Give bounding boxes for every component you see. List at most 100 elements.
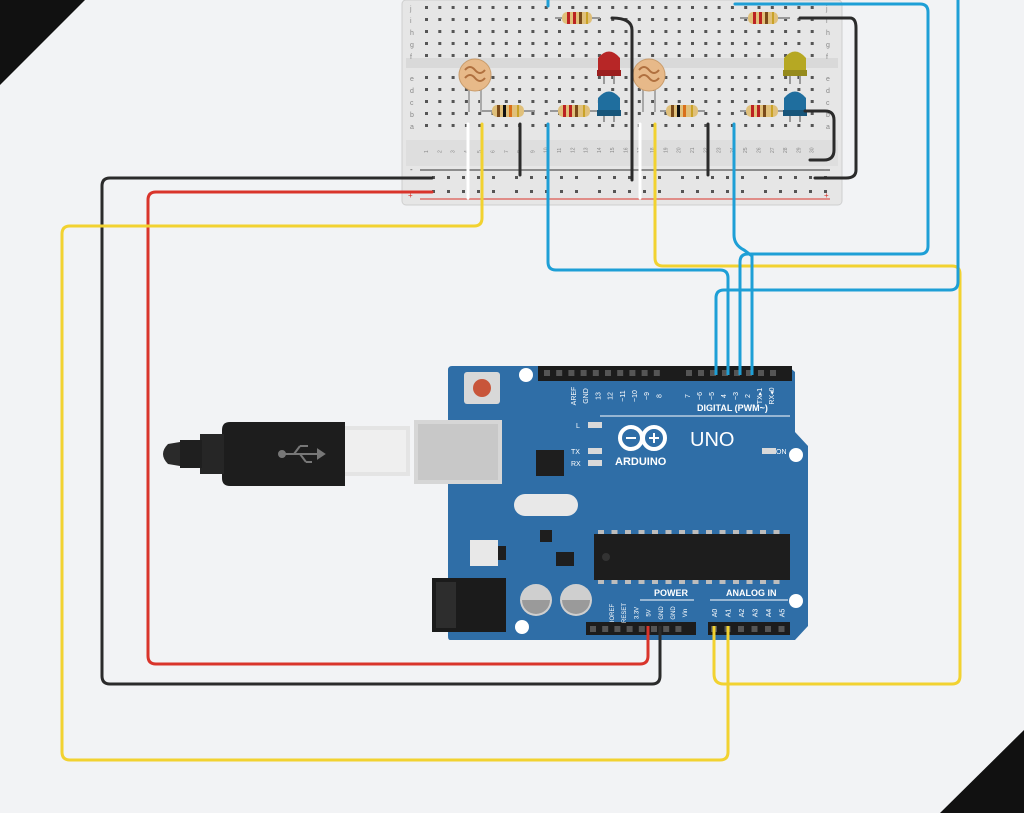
breadboard-rail-hole[interactable] xyxy=(447,176,450,179)
breadboard-hole[interactable] xyxy=(491,88,495,91)
breadboard-hole[interactable] xyxy=(624,100,628,103)
breadboard-hole[interactable] xyxy=(730,88,734,91)
breadboard-hole[interactable] xyxy=(717,6,721,9)
breadboard-hole[interactable] xyxy=(558,18,561,21)
breadboard-hole[interactable] xyxy=(691,100,694,103)
breadboard-hole[interactable] xyxy=(730,6,734,9)
breadboard-hole[interactable] xyxy=(717,54,721,57)
breadboard-hole[interactable] xyxy=(558,54,561,57)
breadboard-rail-hole[interactable] xyxy=(628,176,631,179)
breadboard-hole[interactable] xyxy=(691,18,694,21)
breadboard-hole[interactable] xyxy=(491,6,495,9)
wire-pin2[interactable] xyxy=(732,122,754,372)
breadboard-hole[interactable] xyxy=(757,100,761,103)
header-socket[interactable] xyxy=(638,626,645,632)
breadboard-hole[interactable] xyxy=(451,100,455,103)
breadboard-hole[interactable] xyxy=(677,30,681,33)
breadboard-hole[interactable] xyxy=(637,88,641,91)
breadboard-hole[interactable] xyxy=(677,42,681,45)
breadboard-hole[interactable] xyxy=(717,76,721,79)
breadboard-hole[interactable] xyxy=(571,124,575,127)
header-socket[interactable] xyxy=(765,626,771,632)
breadboard-hole[interactable] xyxy=(504,54,508,57)
breadboard-rail-hole[interactable] xyxy=(598,176,601,179)
breadboard-hole[interactable] xyxy=(704,6,708,9)
header-socket[interactable] xyxy=(556,370,563,376)
breadboard-hole[interactable] xyxy=(438,42,442,45)
breadboard-rail-hole[interactable] xyxy=(447,190,450,193)
breadboard-hole[interactable] xyxy=(810,124,814,127)
breadboard-hole[interactable] xyxy=(691,76,694,79)
breadboard-hole[interactable] xyxy=(717,100,721,103)
breadboard-hole[interactable] xyxy=(810,42,814,45)
breadboard-hole[interactable] xyxy=(504,76,508,79)
resistor[interactable] xyxy=(555,12,600,24)
breadboard-hole[interactable] xyxy=(464,18,468,21)
breadboard-rail-hole[interactable] xyxy=(794,176,797,179)
breadboard-rail-hole[interactable] xyxy=(492,190,495,193)
breadboard-hole[interactable] xyxy=(584,76,588,79)
breadboard-hole[interactable] xyxy=(770,76,774,79)
breadboard-hole[interactable] xyxy=(624,30,628,33)
resistor[interactable] xyxy=(740,105,790,117)
breadboard-hole[interactable] xyxy=(544,18,548,21)
led-blue[interactable] xyxy=(783,91,807,123)
breadboard-hole[interactable] xyxy=(438,88,442,91)
breadboard-hole[interactable] xyxy=(518,6,522,9)
breadboard-hole[interactable] xyxy=(451,76,455,79)
breadboard-hole[interactable] xyxy=(757,42,761,45)
breadboard-hole[interactable] xyxy=(611,88,615,91)
breadboard-rail-hole[interactable] xyxy=(779,190,782,193)
breadboard-hole[interactable] xyxy=(691,54,694,57)
breadboard-hole[interactable] xyxy=(464,6,468,9)
header-socket[interactable] xyxy=(778,626,785,632)
breadboard-rail-hole[interactable] xyxy=(794,190,797,193)
breadboard-hole[interactable] xyxy=(531,100,535,103)
breadboard-hole[interactable] xyxy=(584,88,588,91)
breadboard-hole[interactable] xyxy=(704,112,708,115)
breadboard-hole[interactable] xyxy=(597,18,601,21)
breadboard-hole[interactable] xyxy=(651,124,655,127)
breadboard-hole[interactable] xyxy=(544,42,548,45)
breadboard-hole[interactable] xyxy=(744,112,748,115)
breadboard-rail-hole[interactable] xyxy=(726,190,729,193)
wire-a0[interactable] xyxy=(653,122,962,686)
wire-black[interactable] xyxy=(798,16,858,180)
breadboard-hole[interactable] xyxy=(744,30,748,33)
header-socket[interactable] xyxy=(710,370,716,376)
breadboard-hole[interactable] xyxy=(730,30,734,33)
header-socket[interactable] xyxy=(590,626,596,632)
breadboard-hole[interactable] xyxy=(810,112,814,115)
breadboard-hole[interactable] xyxy=(491,54,495,57)
breadboard-hole[interactable] xyxy=(425,6,428,9)
breadboard-hole[interactable] xyxy=(478,42,482,45)
breadboard-hole[interactable] xyxy=(651,112,655,115)
resistor[interactable] xyxy=(660,105,705,117)
breadboard-hole[interactable] xyxy=(438,18,442,21)
breadboard-hole[interactable] xyxy=(531,54,535,57)
breadboard-hole[interactable] xyxy=(637,54,641,57)
breadboard-hole[interactable] xyxy=(504,30,508,33)
header-socket[interactable] xyxy=(675,626,682,632)
breadboard-hole[interactable] xyxy=(664,6,668,9)
breadboard-hole[interactable] xyxy=(770,100,774,103)
breadboard-rail-hole[interactable] xyxy=(658,176,661,179)
breadboard-hole[interactable] xyxy=(704,76,708,79)
breadboard-hole[interactable] xyxy=(425,88,428,91)
breadboard-hole[interactable] xyxy=(730,112,734,115)
header-socket[interactable] xyxy=(734,370,740,376)
breadboard-hole[interactable] xyxy=(531,6,535,9)
breadboard-hole[interactable] xyxy=(544,6,548,9)
breadboard-hole[interactable] xyxy=(757,76,761,79)
breadboard-hole[interactable] xyxy=(425,54,428,57)
breadboard-hole[interactable] xyxy=(584,42,588,45)
breadboard-hole[interactable] xyxy=(637,42,641,45)
breadboard-hole[interactable] xyxy=(531,18,535,21)
led-red[interactable] xyxy=(597,51,621,85)
breadboard-rail-hole[interactable] xyxy=(779,176,782,179)
breadboard-hole[interactable] xyxy=(624,88,628,91)
breadboard-hole[interactable] xyxy=(504,124,508,127)
breadboard-hole[interactable] xyxy=(518,42,522,45)
breadboard-hole[interactable] xyxy=(425,100,428,103)
breadboard-hole[interactable] xyxy=(464,112,468,115)
